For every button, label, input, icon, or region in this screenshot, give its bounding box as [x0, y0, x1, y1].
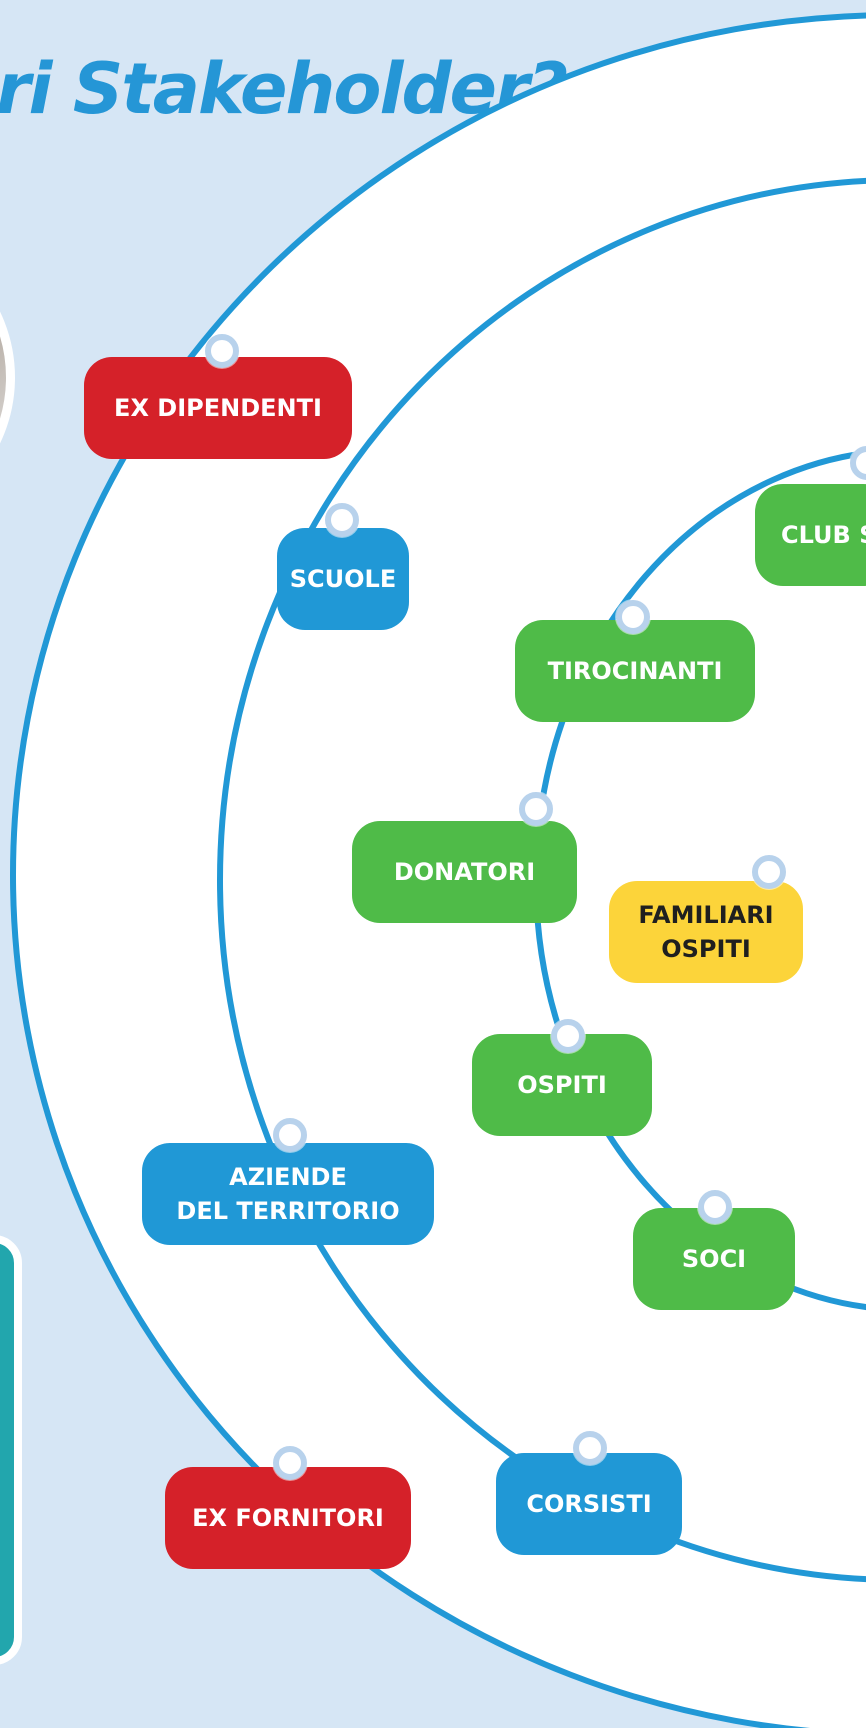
aziende-del-territorio-connector-icon [273, 1118, 307, 1152]
familiari-ospiti-node: FAMILIARI OSPITI [609, 881, 803, 983]
soci-node: SOCI [633, 1208, 795, 1310]
ex-fornitori-label: EX FORNITORI [192, 1504, 384, 1532]
corsisti-label: CORSISTI [526, 1490, 652, 1518]
club-node: CLUB S [755, 484, 866, 586]
club-label: CLUB S [781, 521, 866, 549]
middle-ring [217, 178, 866, 1582]
ex-fornitori-node: EX FORNITORI [165, 1467, 411, 1569]
corsisti-node: CORSISTI [496, 1453, 682, 1555]
scuole-node: SCUOLE [277, 528, 409, 630]
donatori-node: DONATORI [352, 821, 577, 923]
club-connector-icon [850, 446, 866, 480]
donatori-connector-icon [519, 792, 553, 826]
aziende-del-territorio-label: AZIENDE DEL TERRITORIO [176, 1163, 400, 1225]
scuole-connector-icon [325, 503, 359, 537]
scuole-label: SCUOLE [289, 565, 397, 593]
ex-fornitori-connector-icon [273, 1446, 307, 1480]
donatori-label: DONATORI [393, 858, 536, 886]
ex-dipendenti-node: EX DIPENDENTI [84, 357, 352, 459]
soci-connector-icon [698, 1190, 732, 1224]
ospiti-label: OSPITI [517, 1071, 607, 1099]
familiari-ospiti-connector-icon [752, 855, 786, 889]
soci-label: SOCI [681, 1245, 747, 1273]
aziende-del-territorio-node: AZIENDE DEL TERRITORIO [142, 1143, 434, 1245]
familiari-ospiti-label: FAMILIARI OSPITI [638, 901, 774, 963]
ex-dipendenti-label: EX DIPENDENTI [114, 394, 322, 422]
ospiti-connector-icon [551, 1019, 585, 1053]
tirocinanti-label: TIROCINANTI [547, 657, 723, 685]
tirocinanti-connector-icon [616, 600, 650, 634]
tirocinanti-node: TIROCINANTI [515, 620, 755, 722]
ex-dipendenti-connector-icon [205, 334, 239, 368]
corsisti-connector-icon [573, 1431, 607, 1465]
